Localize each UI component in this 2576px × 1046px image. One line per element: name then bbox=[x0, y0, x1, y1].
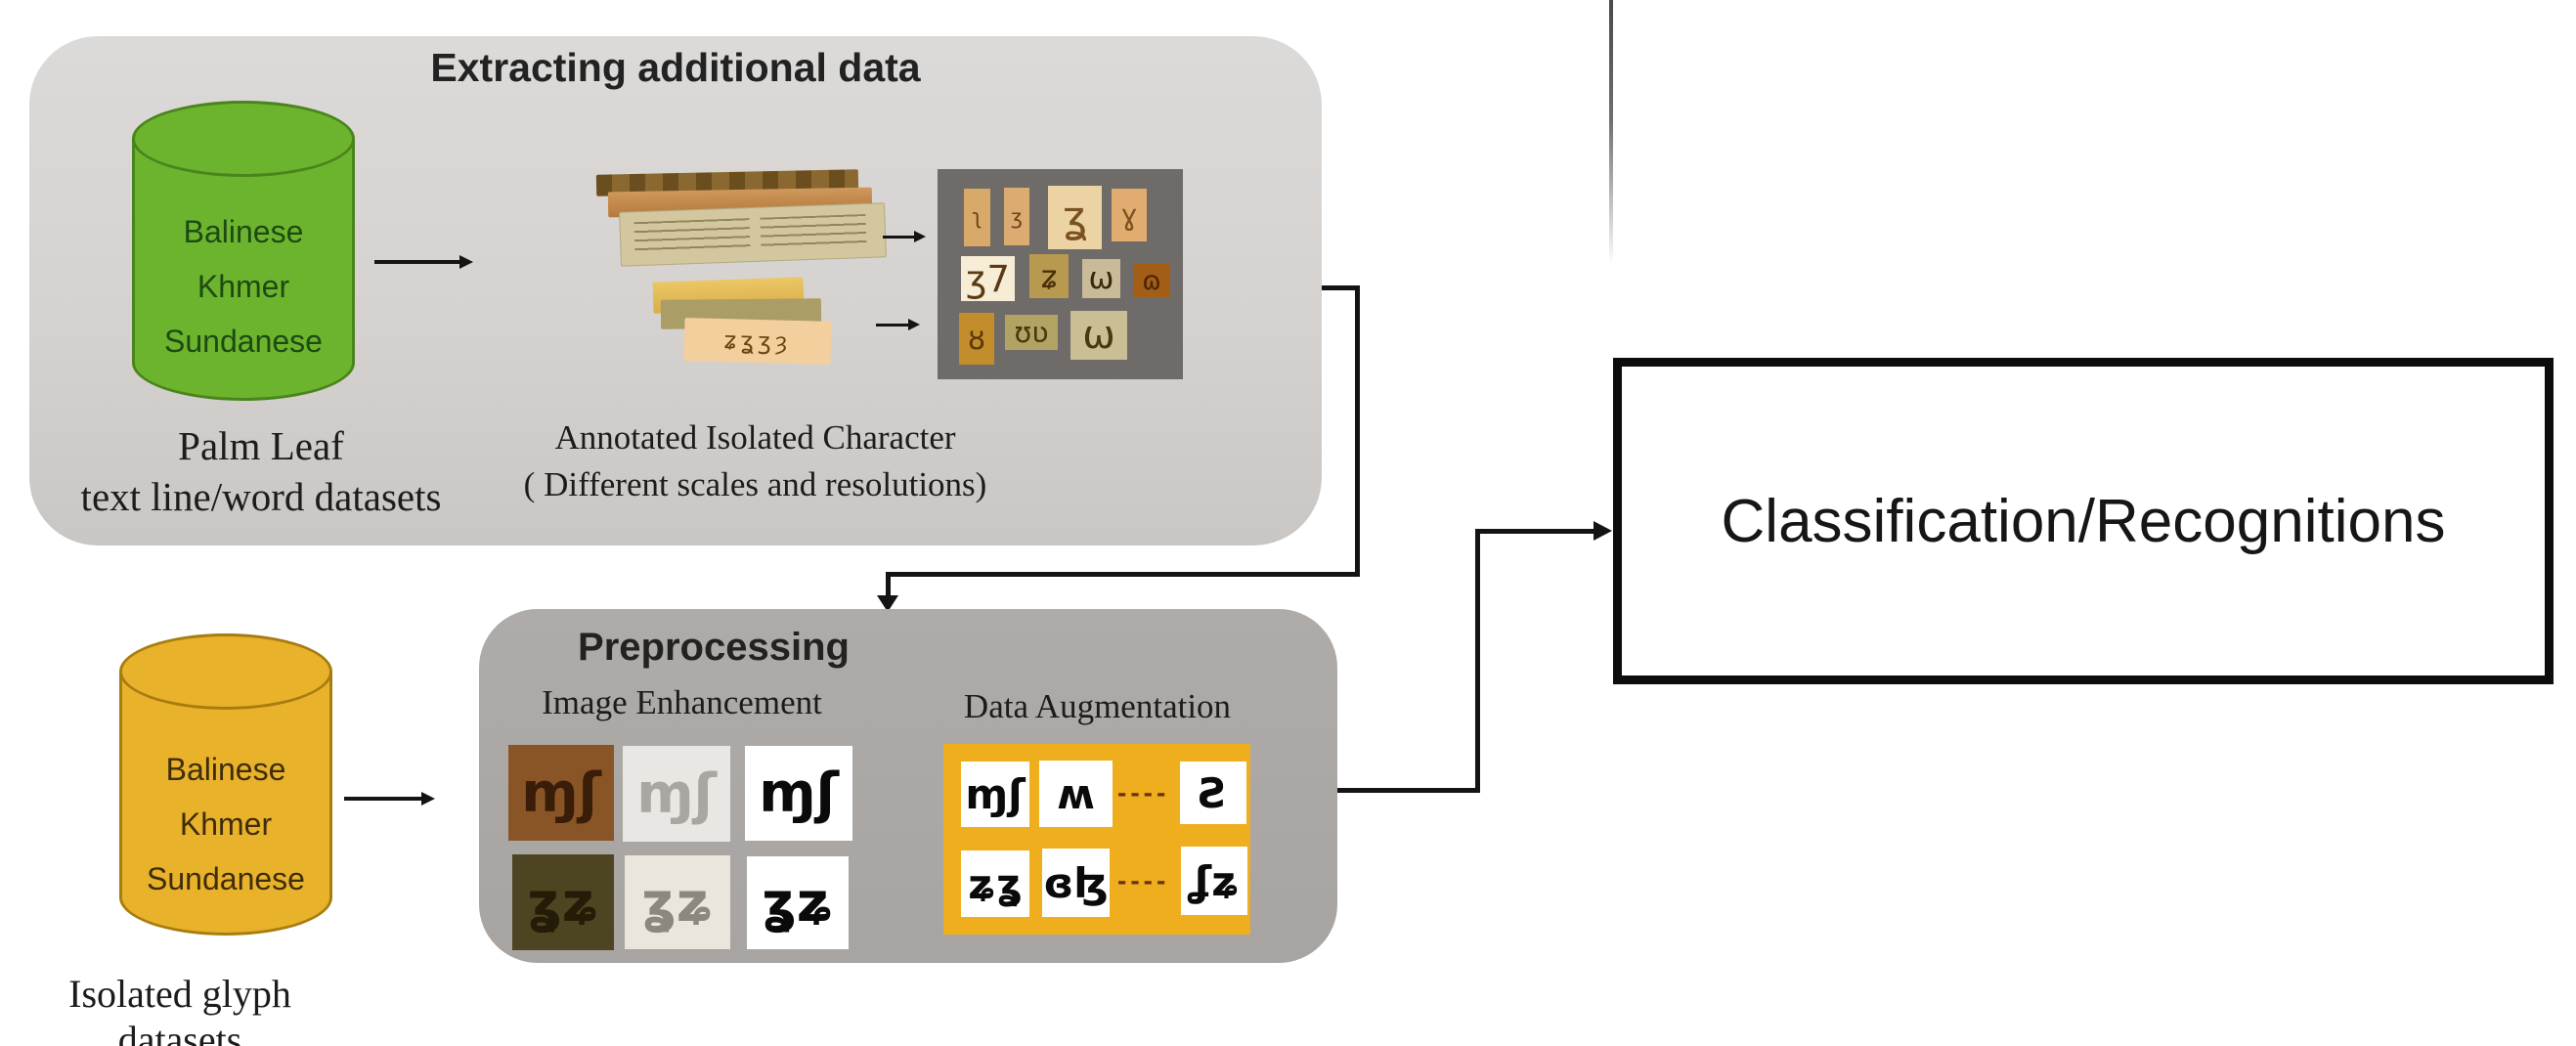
augmentation-tile: ɱʃ bbox=[961, 762, 1029, 827]
classification-label: Classification/Recognitions bbox=[1721, 487, 2446, 555]
elbow-connector-segment bbox=[1337, 788, 1480, 793]
data-augmentation-label: Data Augmentation bbox=[963, 687, 1232, 725]
cylinder-top bbox=[132, 101, 355, 177]
enhancement-tile: ʓʑ bbox=[747, 856, 849, 949]
cylinder-dataset-label: Khmer bbox=[179, 806, 273, 842]
enhancement-tile: ʓʑ bbox=[512, 854, 614, 950]
arrowhead-right-icon bbox=[914, 231, 926, 242]
arrowhead-right-icon bbox=[908, 319, 920, 330]
augmentation-tile: ʑʓ bbox=[961, 850, 1029, 917]
elbow-connector-segment bbox=[1475, 529, 1480, 793]
arrow-line bbox=[344, 797, 422, 801]
elbow-connector-segment bbox=[886, 572, 1360, 577]
cylinder-dataset-label: Khmer bbox=[196, 269, 290, 304]
palm-leaf-manuscript-strip bbox=[619, 202, 887, 267]
palm-leaf-caption: Palm Leaf text line/word datasets bbox=[36, 420, 486, 522]
character-tile: ʒ bbox=[1004, 188, 1029, 245]
character-tile: ȣ bbox=[959, 313, 994, 365]
arrow-line bbox=[883, 236, 915, 239]
cylinder-top bbox=[119, 633, 332, 710]
palm-leaf-caption-line2: text line/word datasets bbox=[80, 474, 442, 519]
character-tile: ʅ bbox=[964, 189, 990, 246]
character-tile: ω bbox=[1082, 259, 1120, 298]
isolated-glyph-caption: Isolated glyph datasets bbox=[68, 972, 291, 1046]
enhancement-tile: ʓʑ bbox=[625, 855, 730, 949]
classification-box: Classification/Recognitions bbox=[1613, 358, 2554, 684]
annotated-caption-line2: ( Different scales and resolutions) bbox=[523, 465, 987, 503]
arrow-line bbox=[876, 324, 909, 327]
arrow-line bbox=[374, 260, 460, 264]
image-enhancement-label: Image Enhancement bbox=[542, 683, 822, 721]
preprocessing-group-title: Preprocessing bbox=[578, 626, 850, 669]
augmentation-tile: Ƨ bbox=[1180, 762, 1246, 824]
elbow-connector-segment bbox=[1355, 285, 1360, 575]
augmentation-tile: ʍ bbox=[1039, 761, 1113, 827]
character-tile: ɣ bbox=[1112, 189, 1147, 241]
cylinder-dataset-label: Balinese bbox=[165, 752, 286, 787]
elbow-connector-segment bbox=[1322, 285, 1359, 290]
cylinder-dataset-label: Balinese bbox=[183, 214, 304, 249]
arrowhead-right-icon bbox=[459, 255, 473, 269]
dots-separator: ---- bbox=[1117, 777, 1170, 807]
annotated-character-caption: Annotated Isolated Character ( Different… bbox=[523, 414, 987, 508]
palm-leaf-caption-line1: Palm Leaf bbox=[178, 423, 344, 468]
enhancement-tile: ɱʃ bbox=[508, 745, 614, 841]
enhancement-tile: ɱʃ bbox=[745, 746, 852, 841]
cylinder-dataset-label: Sundanese bbox=[147, 861, 305, 896]
arrowhead-right-icon bbox=[421, 792, 435, 806]
extracting-group-title: Extracting additional data bbox=[430, 45, 921, 90]
character-tile: ɷ bbox=[1133, 264, 1170, 297]
augmentation-tile: ɞɮ bbox=[1042, 849, 1110, 917]
manuscript-text-lines bbox=[760, 213, 867, 251]
enhancement-tile: ɱʃ bbox=[623, 746, 730, 842]
elbow-connector-segment bbox=[1475, 529, 1597, 534]
dots-separator: ---- bbox=[1117, 865, 1170, 895]
character-tile: ʊʋ bbox=[1005, 315, 1058, 350]
arrowhead-down-icon bbox=[877, 595, 898, 612]
cylinder-dataset-label: Sundanese bbox=[164, 324, 323, 359]
character-tile: ʑ bbox=[1029, 254, 1069, 298]
character-tile: ω bbox=[1070, 311, 1127, 360]
palm-leaf-word-strip: ʑʓʒȝ bbox=[683, 318, 832, 365]
manuscript-text-lines bbox=[633, 218, 751, 256]
annotated-caption-line1: Annotated Isolated Character bbox=[554, 418, 956, 457]
elbow-connector-segment bbox=[886, 572, 891, 597]
character-tile: ʓ bbox=[1048, 186, 1102, 249]
character-tile: ʒ7 bbox=[961, 256, 1015, 301]
augmentation-tile: ʆʑ bbox=[1181, 847, 1247, 915]
arrowhead-right-icon bbox=[1594, 521, 1612, 541]
table-border-artifact-line bbox=[1609, 0, 1613, 266]
